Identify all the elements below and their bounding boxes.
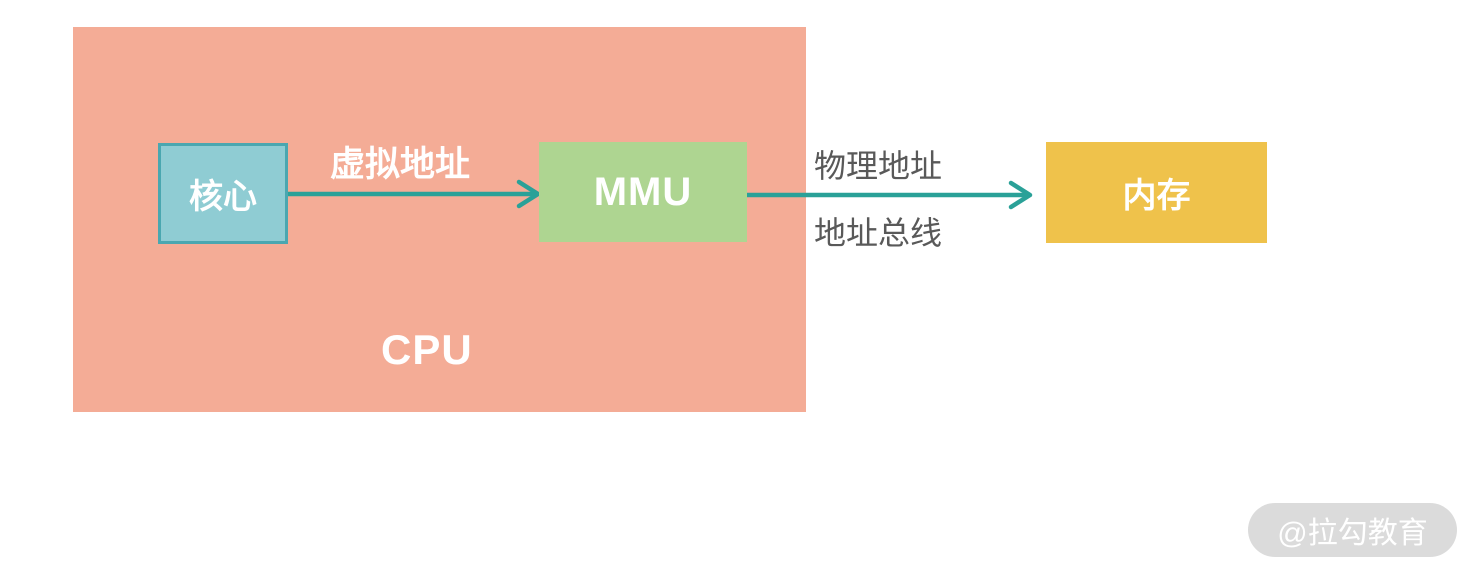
address-bus-label: 地址总线: [814, 215, 943, 251]
cpu-block-label: CPU: [381, 326, 473, 373]
mmu-node: MMU: [539, 142, 747, 242]
watermark-badge: @拉勾教育: [1248, 503, 1457, 557]
core-node: 核心: [158, 143, 288, 244]
physical-address-label: 物理地址: [814, 148, 943, 184]
core-node-label: 核心: [189, 178, 257, 216]
mmu-node-label: MMU: [593, 169, 693, 214]
memory-node: 内存: [1046, 142, 1267, 243]
memory-node-label: 内存: [1122, 177, 1191, 215]
virtual-address-label: 虚拟地址: [330, 145, 471, 184]
watermark-text: @拉勾教育: [1277, 517, 1428, 550]
